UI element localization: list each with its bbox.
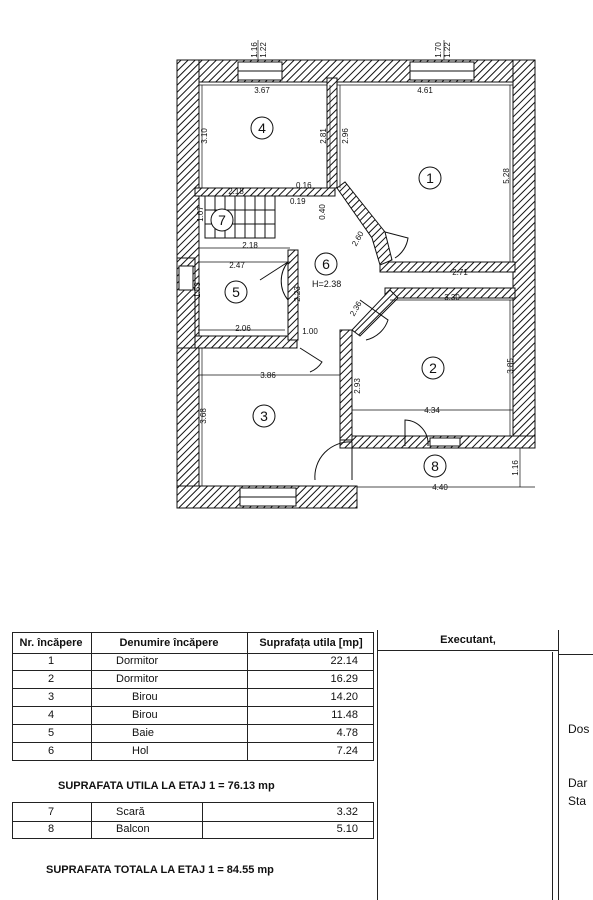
- row-nr: 1: [47, 655, 55, 667]
- room-number-1: 1: [426, 170, 434, 186]
- header-nr: Nr. încăpere: [19, 637, 83, 649]
- dim-room1-height2: 5.28: [502, 168, 511, 184]
- table-row: 5 Baie 4.78: [12, 724, 374, 743]
- row-area: 16.29: [330, 673, 358, 685]
- side-label-dar: Dar: [568, 776, 588, 790]
- row-name: Dormitor: [116, 655, 159, 667]
- dim-balcony-height: 1.16: [511, 460, 520, 476]
- walls: [176, 59, 536, 509]
- table-row: 2 Dormitor 16.29: [12, 670, 374, 689]
- row-name: Baie: [132, 727, 155, 739]
- dim-room2-width2: 4.34: [424, 406, 440, 415]
- row-nr: 5: [47, 727, 55, 739]
- dim-room4-height: 3.10: [200, 128, 209, 144]
- executant-block: Executant, Dos Dar Sta: [377, 630, 593, 900]
- room-number-3: 3: [260, 408, 268, 424]
- row-area: 3.32: [336, 806, 358, 818]
- dim-room2-width: 3.30: [444, 293, 460, 302]
- dim-100: 1.00: [302, 327, 318, 336]
- dim-room3-width: 3.86: [260, 371, 276, 380]
- room-number-4: 4: [258, 120, 266, 136]
- dim-room5-width: 2.47: [229, 261, 245, 270]
- header-area: Suprafața utila [mp]: [259, 637, 363, 649]
- row-area: 11.48: [331, 709, 358, 721]
- row-name: Birou: [132, 691, 158, 703]
- dim-room3-height: 3.68: [199, 408, 208, 424]
- row-nr: 4: [47, 709, 55, 721]
- dim-stair-width: 2.18: [228, 187, 244, 196]
- grand-total: SUPRAFATA TOTALA LA ETAJ 1 = 84.55 mp: [46, 864, 274, 876]
- table-row: 3 Birou 14.20: [12, 688, 374, 707]
- dim-019: 0.19: [290, 197, 306, 206]
- dim-stair-width2: 2.18: [242, 241, 258, 250]
- row-name: Scară: [116, 806, 145, 818]
- useful-area-total: SUPRAFATA UTILA LA ETAJ 1 = 76.13 mp: [58, 780, 275, 792]
- dim-room1-height: 2.96: [341, 128, 350, 144]
- row-nr: 8: [47, 823, 55, 835]
- row-area: 14.20: [330, 691, 358, 703]
- dim-room4-width: 3.67: [254, 86, 270, 95]
- table-row: 7 Scară 3.32: [12, 802, 374, 822]
- dim-top-2b: 1.22: [443, 42, 452, 58]
- dim-room2-height2: 3.85: [506, 358, 515, 374]
- row-name: Balcon: [116, 823, 150, 835]
- table-header: Nr. încăpere Denumire încăpere Suprafața…: [12, 632, 374, 654]
- dim-room1-width2: 2.71: [452, 268, 468, 277]
- doors: [259, 231, 429, 481]
- room-number-8: 8: [431, 458, 439, 474]
- dim-260: 2.60: [350, 229, 366, 247]
- row-name: Hol: [132, 745, 149, 757]
- row-area: 22.14: [330, 655, 358, 667]
- header-name: Denumire încăpere: [119, 637, 219, 649]
- side-label-sta: Sta: [568, 794, 587, 808]
- dim-top-1b: 1.22: [259, 42, 268, 58]
- row-nr: 6: [47, 745, 55, 757]
- dim-room2-height: 2.93: [353, 378, 362, 394]
- row-name: Birou: [132, 709, 158, 721]
- side-label-dos: Dos: [568, 722, 590, 736]
- room-number-7: 7: [218, 212, 226, 228]
- floor-plan: 1 2 3 4 5 6 7 8 H=2.38 1.16 1.22 1.70 1.…: [176, 40, 536, 509]
- row-nr: 7: [47, 806, 55, 818]
- row-area: 7.24: [336, 745, 358, 757]
- dimension-lines: [198, 40, 535, 488]
- table-row: 6 Hol 7.24: [12, 742, 374, 761]
- dim-016: 0.16: [296, 181, 312, 190]
- row-area: 5.10: [336, 823, 358, 835]
- room-labels: 1 2 3 4 5 6 7 8 H=2.38: [210, 116, 447, 478]
- dim-040: 0.40: [318, 204, 327, 220]
- row-nr: 3: [47, 691, 55, 703]
- dim-top-2a: 1.70: [434, 42, 443, 58]
- dim-room5-height2: 2.23: [293, 286, 302, 302]
- table-row: 8 Balcon 5.10: [12, 820, 374, 839]
- dim-room5-width2: 2.06: [235, 324, 251, 333]
- dim-room1-width: 4.61: [417, 86, 433, 95]
- room-number-2: 2: [429, 360, 437, 376]
- dimension-texts: 1.16 1.22 1.70 1.22 3.67 4.61 3.10 2.81 …: [193, 42, 520, 492]
- row-area: 4.78: [336, 727, 358, 739]
- dim-room4-height2: 2.81: [319, 128, 328, 144]
- room-number-6: 6: [322, 256, 330, 272]
- room-number-5: 5: [232, 284, 240, 300]
- dim-balcony-width: 4.40: [432, 483, 448, 492]
- ceiling-height-label: H=2.38: [312, 279, 341, 289]
- table-row: 4 Birou 11.48: [12, 706, 374, 725]
- dim-room5-height: 1.53: [193, 282, 202, 298]
- executant-title: Executant,: [378, 630, 558, 651]
- dim-236: 2.36: [348, 299, 364, 317]
- row-name: Dormitor: [116, 673, 159, 685]
- dim-top-1a: 1.16: [250, 42, 259, 58]
- table-row: 1 Dormitor 22.14: [12, 652, 374, 671]
- dim-stair-height: 1.07: [196, 206, 205, 222]
- row-nr: 2: [47, 673, 55, 685]
